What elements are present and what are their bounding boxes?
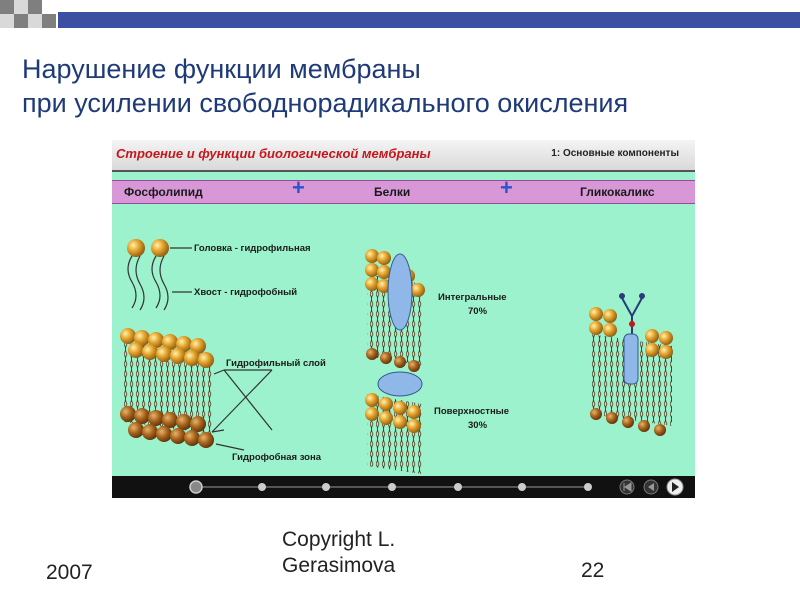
slide-title: Нарушение функции мембраны при усилении …: [22, 52, 628, 120]
component-proteins: Белки: [374, 185, 411, 199]
label-integral: Интегральные: [438, 292, 507, 303]
decorative-squares: [0, 0, 800, 28]
play-icon[interactable]: [666, 478, 684, 496]
surface-protein-icon: [365, 371, 423, 474]
figure-header: Строение и функции биологической мембран…: [112, 140, 695, 172]
copyright-line-1: Copyright L.: [282, 528, 396, 551]
skip-back-icon[interactable]: [619, 479, 635, 495]
footer-copyright: Copyright L. Gerasimova: [282, 527, 395, 579]
progress-dot-icon[interactable]: [454, 483, 462, 491]
slide-title-line-2: при усилении свободнорадикального окисле…: [22, 88, 629, 118]
label-hydrophobic-zone: Гидрофобная зона: [232, 452, 322, 463]
label-surface: Поверхностные: [434, 406, 509, 417]
rewind-icon[interactable]: [643, 479, 659, 495]
membrane-illustration: Головка - гидрофильная Хвост - гидрофобн…: [120, 239, 673, 474]
membrane-figure: Строение и функции биологической мембран…: [112, 140, 695, 498]
lipid-bilayer-icon: [120, 328, 214, 448]
progress-dot-icon[interactable]: [388, 483, 396, 491]
label-hydrophilic-layer: Гидрофильный слой: [226, 358, 326, 369]
media-control-bar: [112, 476, 695, 498]
media-controls: [189, 478, 684, 496]
components-bar: Фосфолипид + Белки + Гликокаликс: [112, 175, 695, 204]
phospholipid-molecule-icon: [127, 239, 169, 311]
progress-dot-icon[interactable]: [518, 483, 526, 491]
label-head: Головка - гидрофильная: [194, 243, 311, 254]
integral-protein-icon: [365, 249, 425, 372]
glycocalyx-icon: [589, 293, 673, 436]
component-glycocalyx: Гликокаликс: [580, 185, 655, 199]
page-number: 22: [581, 559, 605, 582]
plus-icon: +: [292, 175, 305, 200]
progress-dot-icon[interactable]: [322, 483, 330, 491]
label-surface-percent: 30%: [468, 420, 488, 431]
progress-dot-icon[interactable]: [584, 483, 592, 491]
plus-icon: +: [500, 175, 513, 200]
figure-title: Строение и функции биологической мембран…: [116, 146, 431, 161]
slide-title-line-1: Нарушение функции мембраны: [22, 54, 421, 84]
figure-section-label: 1: Основные компоненты: [551, 148, 679, 159]
label-tail: Хвост - гидрофобный: [194, 287, 297, 298]
footer-year: 2007: [46, 561, 93, 584]
progress-dot-icon[interactable]: [258, 483, 266, 491]
copyright-line-2: Gerasimova: [282, 554, 396, 577]
progress-dot-icon[interactable]: [189, 480, 203, 494]
label-integral-percent: 70%: [468, 306, 488, 317]
component-phospholipid: Фосфолипид: [124, 185, 203, 199]
